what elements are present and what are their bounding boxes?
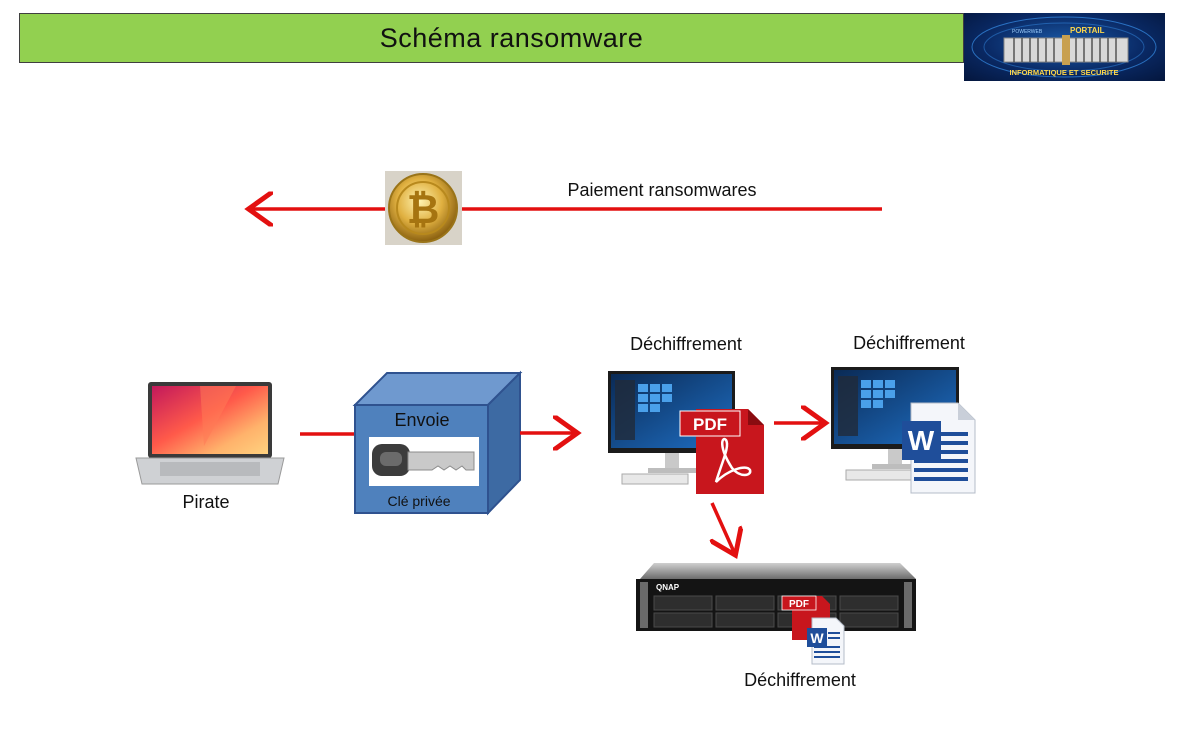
logo-bottom-text: INFORMATIQUE ET SECURITE — [1009, 68, 1118, 77]
decrypt-label-1: Déchiffrement — [630, 334, 742, 354]
box-title-label: Envoie — [394, 410, 449, 430]
svg-text:₿: ₿ — [407, 187, 440, 233]
page-title: Schéma ransomware — [19, 13, 964, 63]
word-file-icon-small: W — [807, 617, 845, 665]
payment-label: Paiement ransomwares — [567, 180, 756, 200]
decrypt-label-3: Déchiffrement — [744, 670, 856, 690]
pdf-label: PDF — [693, 415, 727, 434]
key-icon — [372, 444, 475, 476]
nas-server-icon: QNAP — [636, 563, 916, 631]
server-brand-label: QNAP — [656, 583, 680, 592]
portal-logo: PORTAIL POWERWEB INFORMATIQUE ET SECURIT… — [964, 13, 1165, 81]
title-bar — [19, 13, 964, 63]
logo-graphic: PORTAIL POWERWEB INFORMATIQUE ET SECURIT… — [971, 16, 1157, 78]
bitcoin-icon: ₿ — [385, 171, 462, 245]
word-file-icon-large: W — [902, 402, 976, 494]
box-caption-label: Clé privée — [387, 493, 450, 509]
delivery-box — [352, 370, 523, 516]
logo-small-text: POWERWEB — [1012, 29, 1043, 35]
pdf-file-icon-large: PDF — [679, 409, 764, 494]
pirate-label: Pirate — [182, 492, 229, 512]
word-letter-small: W — [810, 630, 824, 646]
decrypt-label-2: Déchiffrement — [853, 333, 965, 353]
arrow-computer-server — [712, 502, 734, 552]
page-title-text: Schéma ransomware — [379, 23, 644, 53]
logo-top-text: PORTAIL — [1070, 26, 1105, 35]
laptop-icon — [135, 382, 285, 485]
pdf-label-small: PDF — [789, 599, 809, 610]
word-letter: W — [908, 425, 935, 456]
